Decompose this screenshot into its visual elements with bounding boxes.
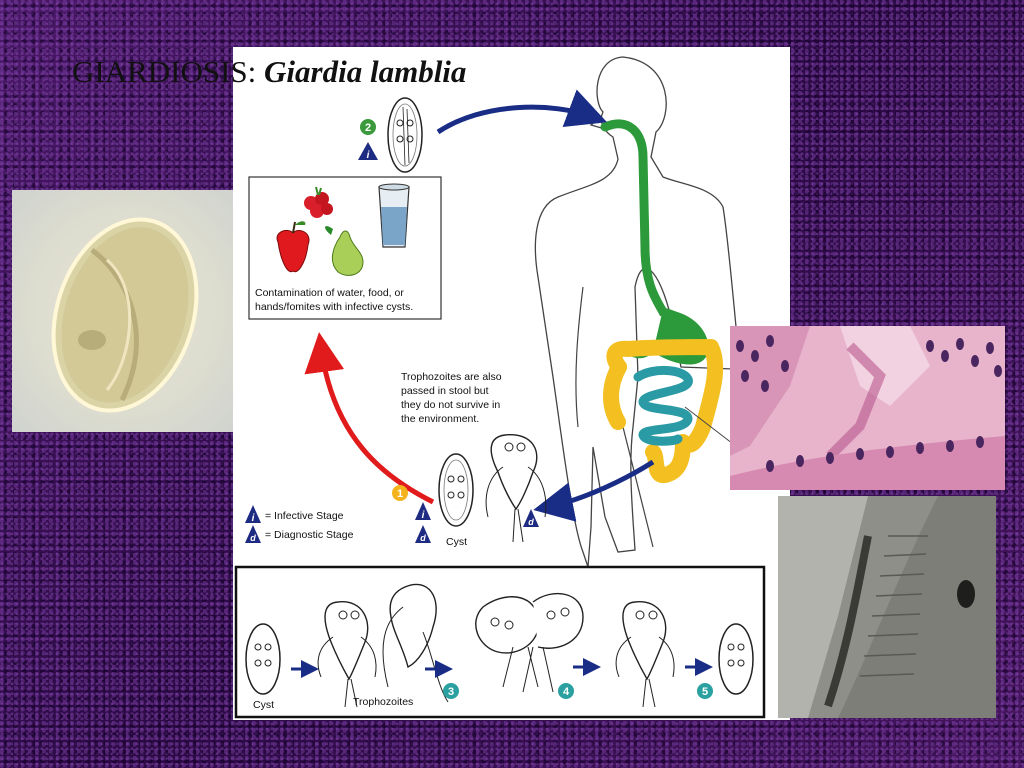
bottom-trophozoites-label: Trophozoites [353, 696, 413, 708]
step-3-number: 3 [448, 686, 454, 698]
cyst-icon [718, 623, 754, 695]
svg-text:d: d [420, 533, 426, 543]
step-2-badge [360, 119, 376, 135]
step-1-badge [392, 485, 408, 501]
raspberry-icon [304, 186, 333, 218]
pear-icon [325, 226, 364, 276]
cyst-icon [438, 453, 474, 527]
step-5-number: 5 [702, 686, 708, 698]
diagnostic-stage-icon [245, 525, 261, 543]
trophozoite-note-line3: they do not survive in [401, 399, 500, 411]
life-cycle-panel: 2 i [233, 47, 790, 720]
svg-text:d: d [528, 517, 534, 527]
trophozoite-icon [615, 601, 675, 708]
binary-fission-icon [475, 592, 584, 693]
human-outline [534, 56, 739, 568]
trophozoite-note: Trophozoites are also passed in stool bu… [401, 371, 502, 425]
cyst-label: Cyst [446, 536, 467, 548]
svg-text:d: d [250, 533, 256, 543]
legend-diagnostic-label: = Diagnostic Stage [265, 529, 354, 541]
apple-icon [276, 221, 310, 273]
excretion-arrow [533, 459, 655, 522]
stomach [653, 309, 709, 365]
trophozoite-note-line4: the environment. [401, 413, 479, 425]
electron-micrograph [778, 496, 996, 718]
environment-arrow [304, 332, 435, 505]
step-2-number: 2 [365, 122, 371, 134]
cyst-icon [245, 623, 281, 695]
bottom-cyst-label: Cyst [253, 699, 274, 711]
contamination-box: Contamination of water, food, or hands/f… [248, 176, 442, 320]
trophozoite-icon [317, 601, 377, 708]
water-glass-icon [378, 183, 410, 248]
cyst-icon [387, 97, 423, 173]
step-4-badge [558, 683, 574, 699]
intestinal-histology-micrograph [730, 326, 1005, 490]
ingestion-arrow [436, 89, 608, 135]
step-3-badge [443, 683, 459, 699]
trophozoite-note-line1: Trophozoites are also [401, 371, 502, 383]
page-title: GIARDIOSIS: Giardia lamblia [72, 54, 466, 90]
step-5-badge [697, 683, 713, 699]
dividing-trophozoite-icon [382, 583, 449, 703]
trophozoite-note-line2: passed in stool but [401, 385, 489, 397]
step-1-group: 1 i d Cyst d [392, 434, 547, 548]
legend: i = Infective Stage d = Diagnostic Stage [245, 505, 354, 543]
svg-text:i: i [422, 510, 425, 521]
step-1-number: 1 [397, 488, 403, 500]
title-prefix: GIARDIOSIS: [72, 54, 265, 89]
contamination-text-line1: Contamination of water, food, or [255, 287, 404, 299]
contamination-text-line2: hands/fomites with infective cysts. [255, 301, 413, 313]
infective-stage-icon [245, 505, 261, 523]
small-intestine [633, 366, 693, 446]
step-2-group: 2 i [358, 97, 423, 173]
svg-text:i: i [252, 513, 255, 524]
title-species: Giardia lamblia [264, 54, 467, 89]
cyst-micrograph [12, 190, 238, 432]
multiplication-box: Cyst Trophozoites 3 [234, 565, 766, 719]
step-4-number: 4 [563, 686, 570, 698]
infective-badge-text: i [367, 150, 370, 161]
colon [606, 339, 724, 483]
legend-infective-label: = Infective Stage [265, 510, 344, 522]
trophozoite-icon [485, 434, 547, 543]
